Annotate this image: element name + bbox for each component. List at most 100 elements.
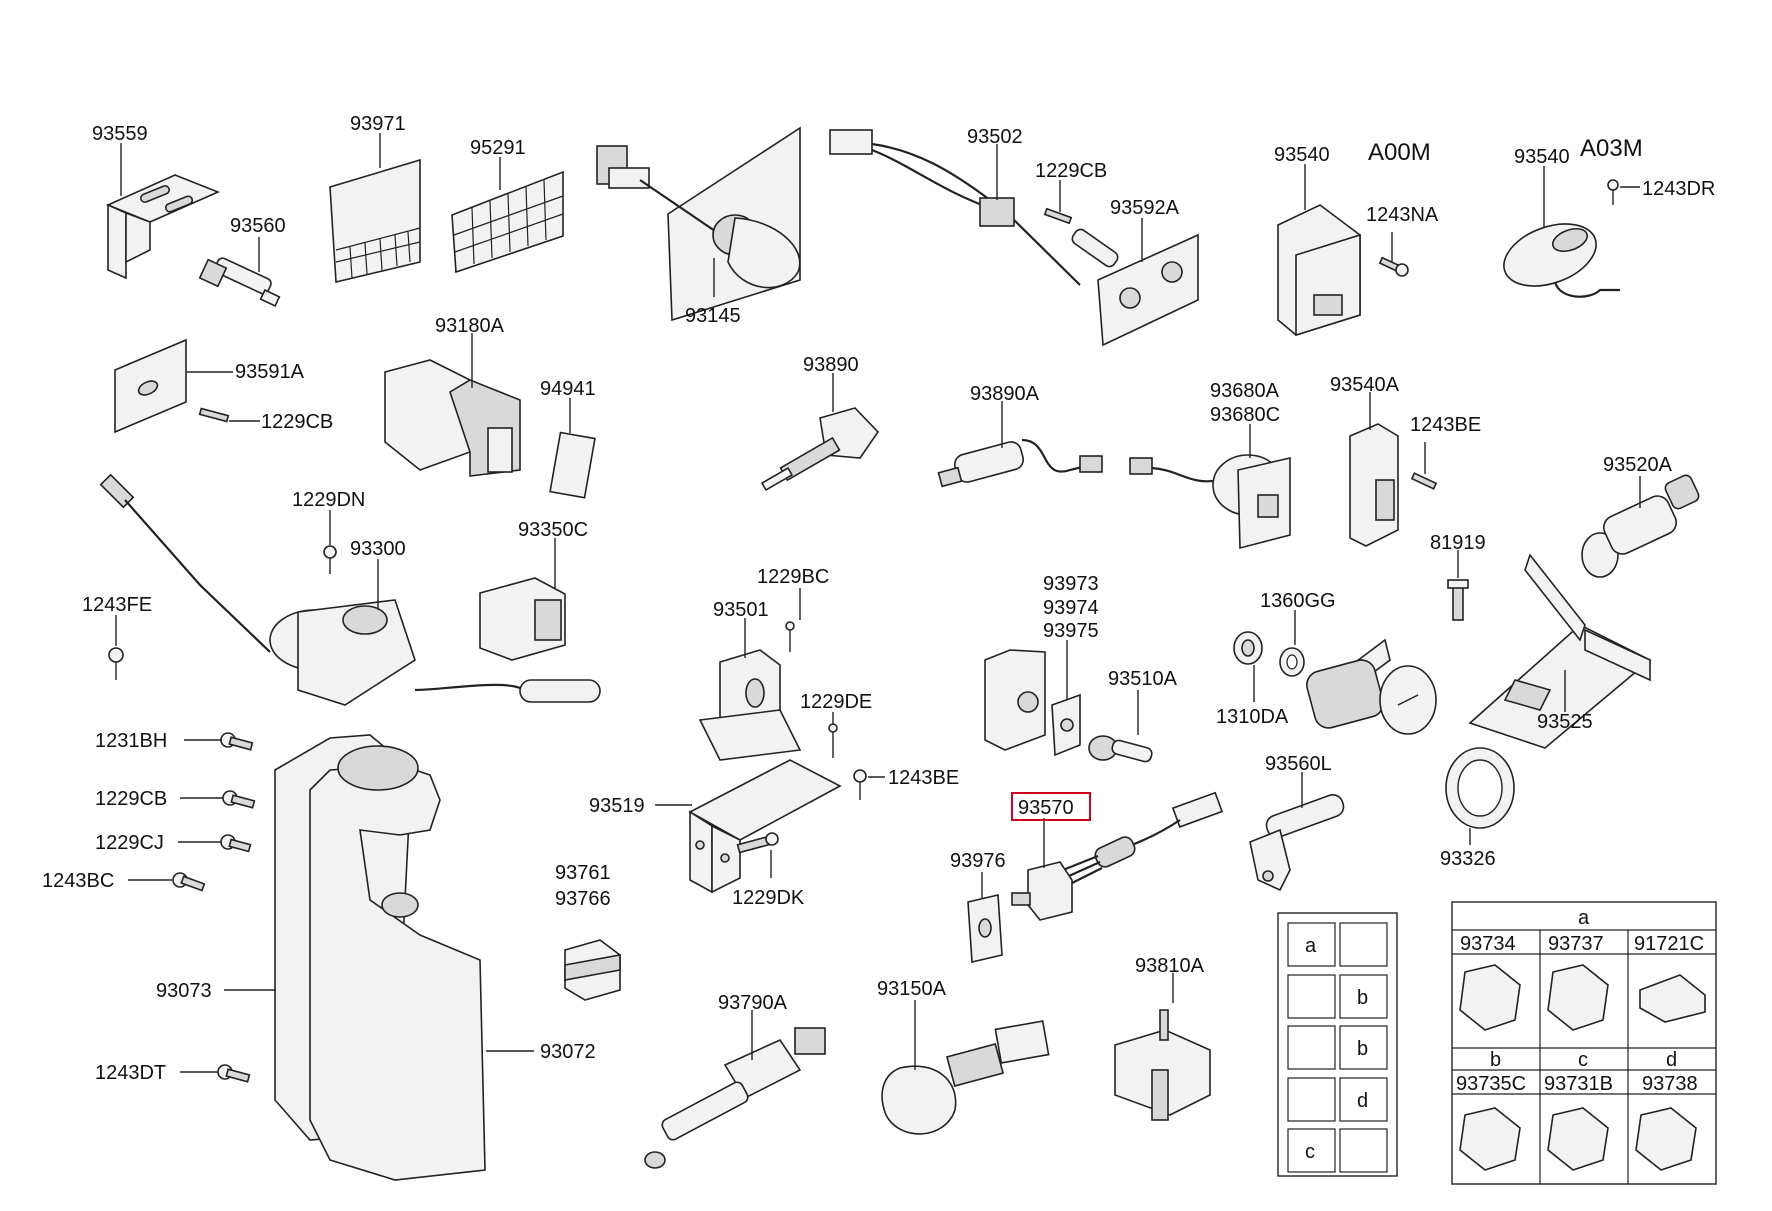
- part-1243FE-screw: [108, 647, 124, 680]
- cap-93735C-icon: [1459, 1107, 1521, 1171]
- legend-right-top-part-2: 93737: [1548, 933, 1604, 955]
- part-1229CB-screw-c: [222, 790, 256, 809]
- part-93890A-sensor: [937, 438, 1103, 488]
- clip-91721C-icon: [1639, 974, 1706, 1023]
- label-1243FE: 1243FE: [82, 594, 152, 616]
- legend-left-row1-left: a: [1305, 935, 1317, 957]
- label-1229CJ: 1229CJ: [95, 832, 164, 854]
- part-1310DA-nut: [1233, 631, 1263, 665]
- part-93591A-plate: [114, 338, 187, 434]
- highlight-93570: [1011, 792, 1091, 821]
- part-93540-A03M-lamp: [1503, 223, 1620, 298]
- label-93145: 93145: [685, 305, 741, 327]
- part-93519-bracket: [688, 759, 842, 894]
- legend-left: [1277, 912, 1398, 1177]
- label-93591A: 93591A: [235, 361, 305, 383]
- part-81919-pin: [1447, 579, 1469, 621]
- label-95291: 95291: [470, 137, 526, 159]
- label-93890A: 93890A: [970, 383, 1040, 405]
- part-1229CB-screw-b: [198, 407, 230, 423]
- part-93502-harness: [829, 129, 1119, 286]
- label-1229BC: 1229BC: [757, 566, 829, 588]
- part-93520A-lighter: [1581, 474, 1700, 578]
- cap-93738-icon: [1635, 1107, 1697, 1171]
- part-93145-switch: [596, 126, 801, 322]
- part-93350C-switch: [479, 577, 566, 661]
- label-93180A: 93180A: [435, 315, 505, 337]
- label-93560L: 93560L: [1265, 753, 1332, 775]
- part-93326-ring: [1445, 747, 1515, 829]
- part-94941-cap: [549, 431, 596, 499]
- legend-left-row5-left: c: [1305, 1141, 1315, 1163]
- label-93761: 93761: [555, 862, 611, 884]
- part-93973-cover: [984, 649, 1081, 757]
- label-93592A: 93592A: [1110, 197, 1180, 219]
- part-93810A-switch: [1114, 1009, 1211, 1121]
- legend-right-bottom-header-1: b: [1490, 1049, 1501, 1071]
- part-93540-A00M-lamp: [1277, 204, 1361, 337]
- label-93510A: 93510A: [1108, 668, 1178, 690]
- label-93974: 93974: [1043, 597, 1099, 619]
- label-1243BE-a: 1243BE: [1410, 414, 1481, 436]
- label-93525: 93525: [1537, 711, 1593, 733]
- label-93501: 93501: [713, 599, 769, 621]
- part-1360GG-washer: [1279, 647, 1305, 677]
- label-1243DT: 1243DT: [95, 1062, 166, 1084]
- part-93971-label: [329, 158, 421, 283]
- part-93790A-switch: [644, 1027, 826, 1169]
- label-1229CB-a: 1229CB: [1035, 160, 1107, 182]
- label-93766: 93766: [555, 888, 611, 910]
- part-93560L-switch: [1249, 793, 1345, 892]
- label-93540-b: 93540: [1514, 146, 1570, 168]
- part-93510A-switch: [1088, 735, 1153, 763]
- part-1229BC-screw: [785, 621, 795, 652]
- part-93592A-plate: [1097, 233, 1199, 347]
- part-93559-bracket: [105, 174, 221, 280]
- part-1231BH-screw: [220, 732, 254, 751]
- legend-right-bottom-header-2: c: [1578, 1049, 1588, 1071]
- label-93973: 93973: [1043, 573, 1099, 595]
- part-95291-fuse-label: [451, 170, 564, 274]
- label-81919: 81919: [1430, 532, 1486, 554]
- label-1243BE-b: 1243BE: [888, 767, 959, 789]
- label-1229CB-c: 1229CB: [95, 788, 167, 810]
- label-93540-a: 93540: [1274, 144, 1330, 166]
- label-1229DK: 1229DK: [732, 887, 805, 909]
- label-93350C: 93350C: [518, 519, 588, 541]
- label-A03M: A03M: [1580, 135, 1643, 162]
- label-93560: 93560: [230, 215, 286, 237]
- part-1229DE-screw: [828, 723, 838, 758]
- label-93810A: 93810A: [1135, 955, 1205, 977]
- label-1229DN: 1229DN: [292, 489, 365, 511]
- legend-right-top-part-1: 93734: [1460, 933, 1516, 955]
- label-94941: 94941: [540, 378, 596, 400]
- part-93570-switch: [1011, 791, 1224, 921]
- label-1229CB-b: 1229CB: [261, 411, 333, 433]
- part-1229CJ-screw: [220, 834, 252, 853]
- label-93971: 93971: [350, 113, 406, 135]
- part-93976-plate: [967, 894, 1003, 963]
- label-93073: 93073: [156, 980, 212, 1002]
- legend-left-row2-right: b: [1357, 987, 1368, 1009]
- label-1243DR: 1243DR: [1642, 178, 1715, 200]
- legend-left-row4-right: d: [1357, 1090, 1368, 1112]
- label-93890: 93890: [803, 354, 859, 376]
- part-lock-cylinder: [1306, 638, 1437, 735]
- legend-right-top-part-3: 91721C: [1634, 933, 1704, 955]
- legend-right-bottom-part-2: 93731B: [1544, 1073, 1613, 1095]
- part-1243BC-screw: [172, 872, 206, 892]
- part-93680A-switch: [1129, 454, 1291, 550]
- legend-left-row3-right: b: [1357, 1038, 1368, 1060]
- legend-right-bottom-part-3: 93738: [1642, 1073, 1698, 1095]
- legend-right-top-header: a: [1578, 907, 1590, 929]
- label-93540A: 93540A: [1330, 374, 1400, 396]
- label-1360GG: 1360GG: [1260, 590, 1336, 612]
- label-1243NA: 1243NA: [1366, 204, 1439, 226]
- cap-93734-icon: [1459, 964, 1521, 1031]
- label-1229DE: 1229DE: [800, 691, 872, 713]
- part-1229DN-screw: [323, 545, 337, 574]
- part-93073-shroud: [274, 734, 486, 1181]
- label-93326: 93326: [1440, 848, 1496, 870]
